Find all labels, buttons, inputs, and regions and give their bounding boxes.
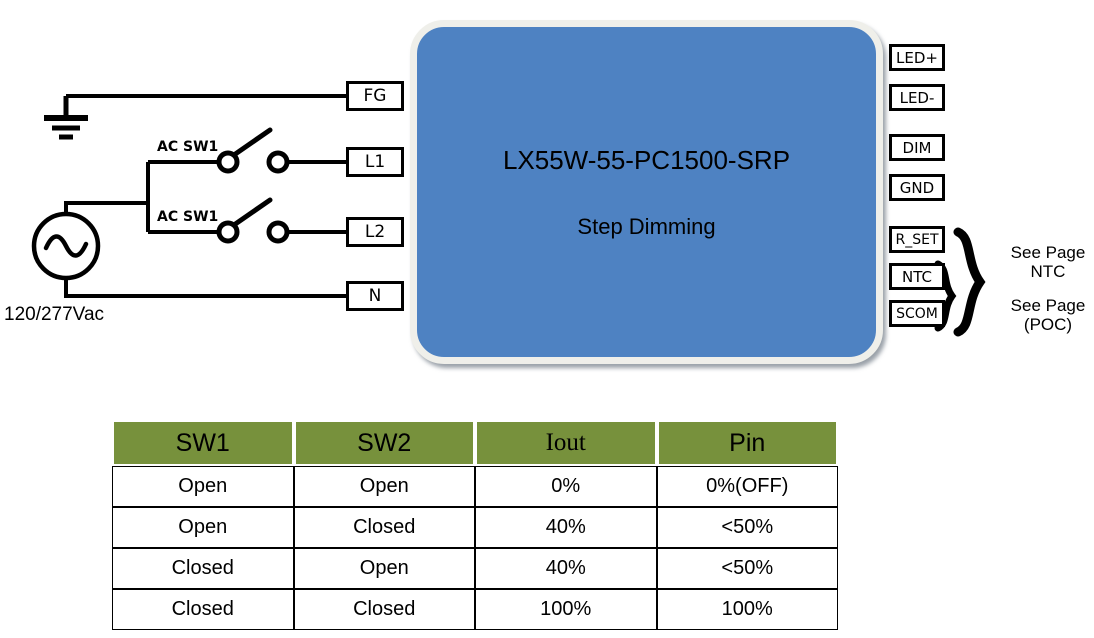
terminal-ntc[interactable]: NTC (889, 263, 945, 290)
ac-source-icon (31, 211, 101, 281)
source-voltage-label: 120/277Vac (4, 304, 105, 325)
cell-iout: 40% (475, 548, 657, 589)
cell-iout: 100% (475, 589, 657, 630)
cell-iout: 40% (475, 507, 657, 548)
large-brace-icon (953, 227, 986, 337)
table-header-row: SW1 SW2 Iout Pin (112, 420, 838, 466)
terminal-r-set[interactable]: R_SET (889, 226, 945, 253)
cell-sw2: Closed (293, 589, 475, 630)
cell-iout: 0% (475, 466, 657, 507)
cell-sw1: Open (112, 507, 294, 548)
wire-source-hot (64, 201, 148, 214)
cell-pin: 100% (656, 589, 838, 630)
cell-pin: 0%(OFF) (656, 466, 838, 507)
cell-sw2: Open (293, 548, 475, 589)
terminal-gnd[interactable]: GND (889, 174, 945, 201)
switch-sw1-label: AC SW1 (157, 139, 219, 155)
column-header-sw2: SW2 (293, 420, 475, 466)
terminal-led-minus[interactable]: LED- (889, 84, 945, 111)
column-header-pin: Pin (656, 420, 838, 466)
switch-sw2-label: AC SW1 (157, 209, 219, 225)
cell-pin: <50% (656, 548, 838, 589)
cell-sw1: Closed (112, 589, 294, 630)
switch-sw1[interactable] (216, 127, 346, 174)
terminal-dim[interactable]: DIM (889, 134, 945, 161)
device-model-label: LX55W-55-PC1500-SRP (502, 144, 791, 175)
cell-sw2: Open (293, 466, 475, 507)
device-body: LX55W-55-PC1500-SRP Step Dimming (410, 20, 883, 364)
table-row: Closed Closed 100% 100% (112, 589, 838, 630)
table-row: Open Open 0% 0%(OFF) (112, 466, 838, 507)
cell-sw1: Open (112, 466, 294, 507)
cell-sw1: Closed (112, 548, 294, 589)
column-header-sw1: SW1 (112, 420, 294, 466)
switch-sw2[interactable] (216, 197, 346, 244)
terminal-n[interactable]: N (346, 281, 404, 311)
terminal-scom[interactable]: SCOM (889, 300, 945, 327)
table-row: Closed Open 40% <50% (112, 548, 838, 589)
terminal-fg[interactable]: FG (346, 81, 404, 111)
table-row: Open Closed 40% <50% (112, 507, 838, 548)
terminal-led-plus[interactable]: LED+ (889, 44, 945, 71)
see-page-poc-note: See Page (POC) (1010, 296, 1086, 335)
terminal-l1[interactable]: L1 (346, 147, 404, 177)
device-mode-label: Step Dimming (577, 213, 716, 239)
see-page-ntc-note: See Page NTC (1010, 243, 1086, 282)
terminal-l2[interactable]: L2 (346, 217, 404, 247)
cell-sw2: Closed (293, 507, 475, 548)
step-dimming-truth-table: SW1 SW2 Iout Pin Open Open 0% 0%(OFF) Op… (112, 420, 838, 630)
earth-ground-icon (44, 96, 88, 140)
wire-neutral (64, 278, 346, 298)
column-header-iout: Iout (475, 420, 657, 466)
cell-pin: <50% (656, 507, 838, 548)
